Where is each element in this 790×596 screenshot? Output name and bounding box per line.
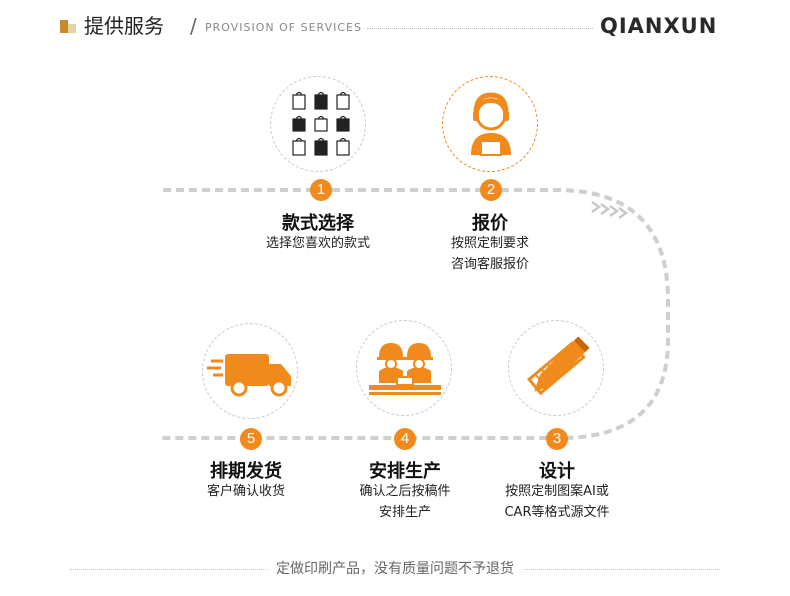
step-3-desc-line-2: CAR等格式源文件 [504,505,610,520]
chevron-arrows-icon [591,200,629,220]
step-4-desc-line-1: 确认之后按稿件 [359,484,451,499]
step-4-desc-line-2: 安排生产 [378,505,431,520]
header-mark-icon [60,20,78,38]
step-3-title: 设计 [539,461,575,482]
step-2-desc-line-2: 咨询客服报价 [450,257,529,272]
step-3-number: 3 [546,428,568,450]
brand-logo: QIANXUN [600,14,718,38]
step-1-desc: 选择您喜欢的款式 [265,236,370,251]
step-5-title: 排期发货 [210,461,282,482]
step-1-number: 1 [310,179,332,201]
step-2-icon-circle [442,76,538,172]
step-3-desc-line-1: 按照定制图案AI或 [505,484,609,499]
footer-note: 定做印刷产品，没有质量问题不予退货 [0,558,790,578]
step-2-desc-line-1: 按照定制要求 [450,236,529,251]
shopping-bags-icon [292,91,350,156]
pencil-ruler-icon [527,336,590,396]
step-5-icon-circle [202,323,298,419]
step-5-desc: 客户确认收货 [206,484,285,499]
factory-workers-icon [369,343,441,395]
section-subtitle: PROVISION OF SERVICES [205,21,362,34]
step-2-title: 报价 [472,213,508,234]
step-1-title: 款式选择 [282,213,354,234]
title-slash: / [190,14,197,38]
section-title: 提供服务 [84,14,164,38]
step-4-title: 安排生产 [369,461,441,482]
step-4-icon-circle [356,320,452,416]
delivery-truck-icon [207,354,291,397]
step-1-icon-circle [270,76,366,172]
footer-note-text: 定做印刷产品，没有质量问题不予退货 [268,561,522,577]
header-divider [367,28,593,29]
step-3-icon-circle [508,320,604,416]
step-5-number: 5 [240,428,262,450]
step-4-number: 4 [394,428,416,450]
customer-service-icon [471,92,511,156]
step-2-number: 2 [480,179,502,201]
